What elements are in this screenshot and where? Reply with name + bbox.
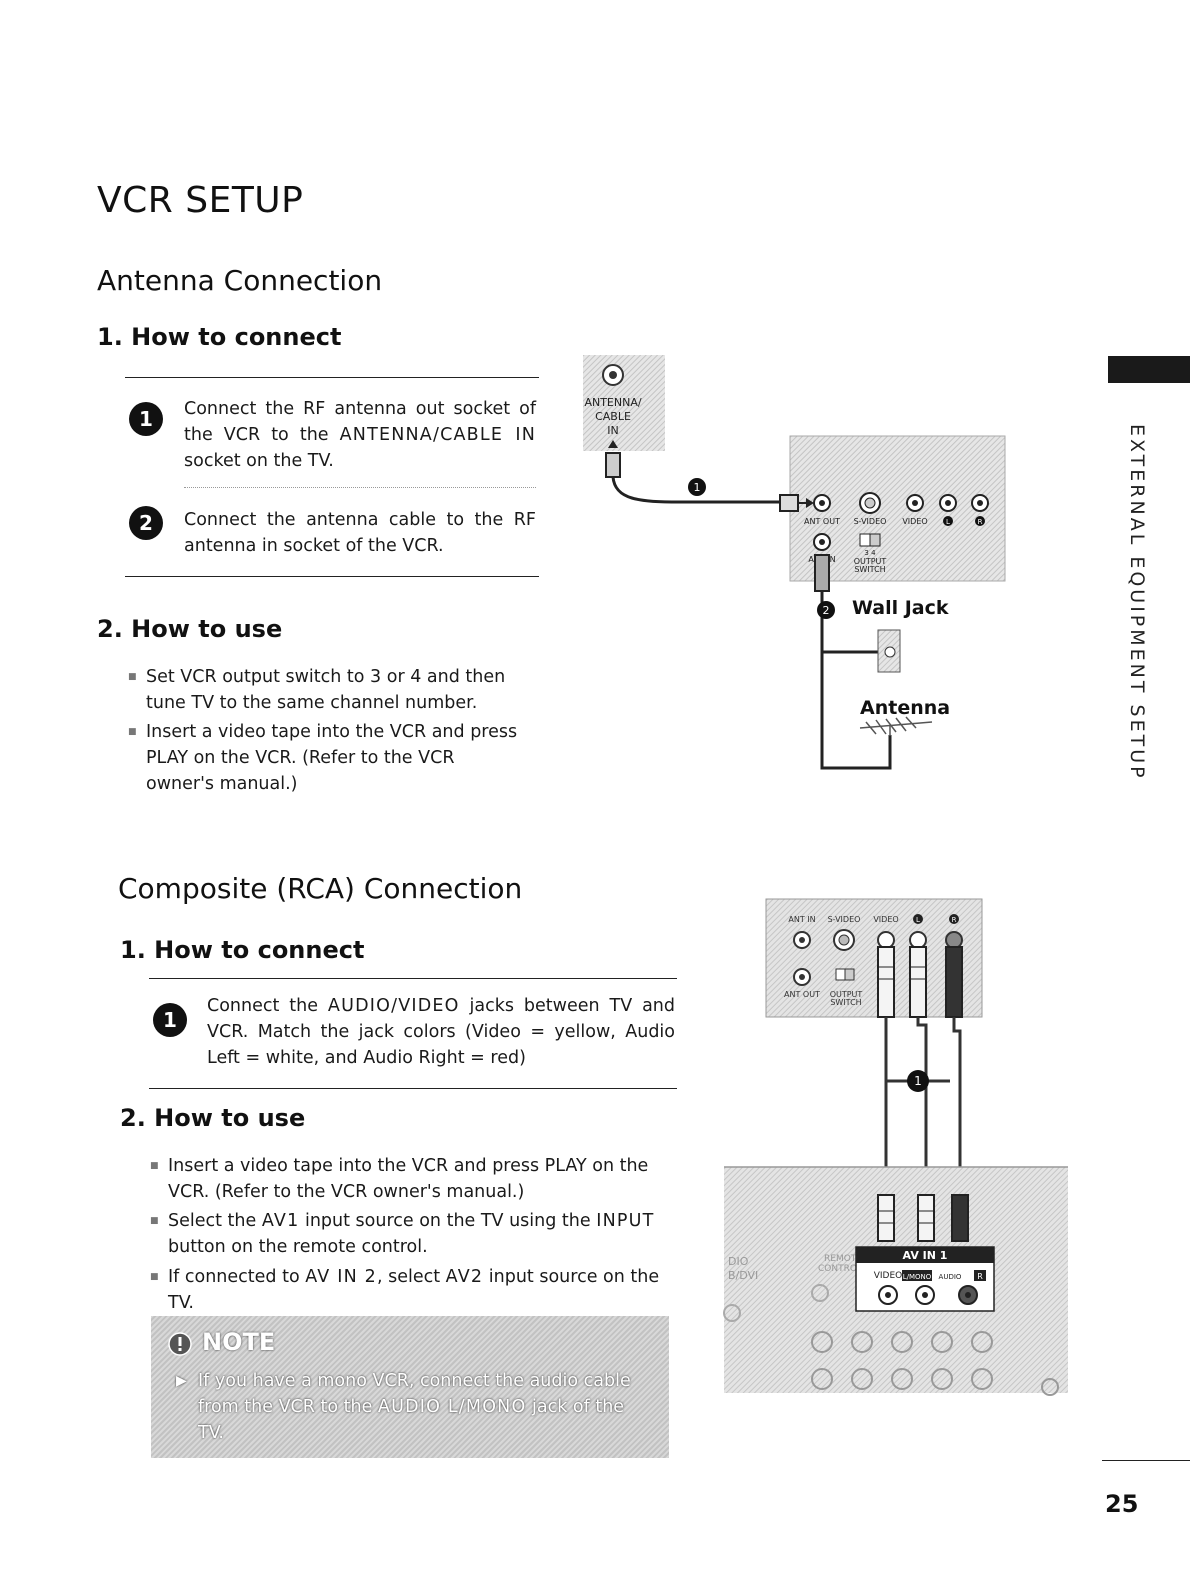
composite-step-1-text: Connect the AUDIO/VIDEO jacks between TV…: [207, 996, 675, 1068]
tv-label: CONTROL IN: [818, 1264, 874, 1274]
note-title: NOTE: [202, 1328, 276, 1356]
av-cables: [884, 1017, 962, 1185]
vcr-label: S-VIDEO: [854, 517, 887, 526]
rca-plugs-tv: [877, 1194, 969, 1242]
dotted-divider: [184, 487, 536, 488]
antenna-use-heading: 2. How to use: [97, 615, 283, 643]
rf-cable-1: [611, 476, 782, 504]
vcr-label: OUTPUT: [854, 557, 887, 566]
callout-1-badge: [688, 478, 706, 496]
tv-antenna-panel: [583, 355, 665, 451]
list-item: Insert a video tape into the VCR and pre…: [150, 1153, 658, 1205]
divider: [125, 377, 539, 378]
vcr-label: L: [946, 518, 950, 526]
vcr-label: L: [916, 916, 920, 924]
vcr-label: R: [952, 916, 957, 924]
antenna-connection-diagram: ANTENNA/ CABLE IN 1 ANT OUT S-VIDEO VIDE…: [583, 355, 1006, 770]
tv-label: VIDEO: [874, 1271, 903, 1281]
note-box: [151, 1316, 669, 1458]
section-tab-marker: [1108, 356, 1190, 383]
tv-label: DIO: [728, 1255, 749, 1268]
vcr-label: 3 4: [864, 549, 876, 557]
vcr-label: ANT IN: [788, 915, 815, 924]
page-title: VCR SETUP: [97, 180, 304, 221]
vcr-label: VIDEO: [902, 517, 927, 526]
vcr-label: OUTPUT: [830, 990, 863, 999]
tv-jack-label: IN: [607, 424, 618, 437]
antenna-icon: [859, 716, 933, 736]
vcr-label: S-VIDEO: [828, 915, 861, 924]
rf-cable-2: [820, 591, 892, 770]
callout-1-badge: [907, 1070, 929, 1092]
vcr-label: ANT OUT: [784, 990, 820, 999]
tv-jack-label: ANTENNA/: [584, 396, 641, 409]
tv-label: B/DVI: [728, 1269, 758, 1282]
step-1-badge: 1: [153, 1003, 187, 1037]
antenna-heading: Antenna Connection: [97, 264, 383, 297]
cable-plug: [814, 554, 830, 592]
step-1-badge: 1: [129, 402, 163, 436]
rca-plugs-vcr: [877, 946, 963, 1018]
antenna-label: Antenna: [860, 697, 950, 719]
callout-1: 1: [914, 1074, 922, 1088]
divider: [125, 576, 539, 577]
list-item: Insert a video tape into the VCR and pre…: [128, 719, 526, 797]
composite-connection-diagram: ANT IN S-VIDEO VIDEO L R ANT OUT OUTPUT …: [723, 898, 1068, 1396]
antenna-step-1-text: Connect the RF antenna out socket of the…: [184, 399, 536, 471]
list-item: Select the AV1 input source on the TV us…: [150, 1208, 668, 1260]
callout-2-badge: [817, 601, 835, 619]
tv-label: L/MONO: [903, 1273, 932, 1281]
footer-rule: [1102, 1460, 1190, 1461]
note-icon: [168, 1332, 192, 1356]
note-text: If you have a mono VCR, connect the audi…: [198, 1371, 631, 1443]
callout-1: 1: [694, 481, 701, 494]
tv-label: R: [977, 1272, 983, 1281]
note-arrow-icon: ▶: [176, 1373, 187, 1389]
list-item: Set VCR output switch to 3 or 4 and then…: [128, 664, 526, 716]
tv-label: REMOTE: [824, 1254, 862, 1264]
tv-label: AUDIO: [939, 1273, 962, 1281]
composite-use-heading: 2. How to use: [120, 1104, 306, 1132]
vcr-label: SWITCH: [854, 565, 885, 574]
divider: [149, 1088, 677, 1089]
tv-jack-label: CABLE: [595, 410, 631, 423]
vcr-label: R: [978, 518, 983, 526]
tv-label: AV IN 1: [903, 1249, 948, 1262]
section-side-label: EXTERNAL EQUIPMENT SETUP: [1126, 424, 1148, 781]
page-number: 25: [1105, 1490, 1139, 1518]
antenna-connect-heading: 1. How to connect: [97, 323, 342, 351]
composite-heading: Composite (RCA) Connection: [118, 872, 523, 905]
divider: [149, 978, 677, 979]
vcr-label: ANT OUT: [804, 517, 840, 526]
composite-connect-heading: 1. How to connect: [120, 936, 365, 964]
list-item: If connected to AV IN 2, select AV2 inpu…: [150, 1264, 668, 1316]
vcr-label: VIDEO: [873, 915, 898, 924]
step-2-badge: 2: [129, 506, 163, 540]
vcr-label: SWITCH: [830, 998, 861, 1007]
wall-jack-label: Wall Jack: [852, 597, 949, 619]
cable-plug: [605, 452, 621, 478]
callout-2: 2: [823, 604, 830, 617]
antenna-step-2-text: Connect the antenna cable to the RF ante…: [184, 510, 536, 556]
